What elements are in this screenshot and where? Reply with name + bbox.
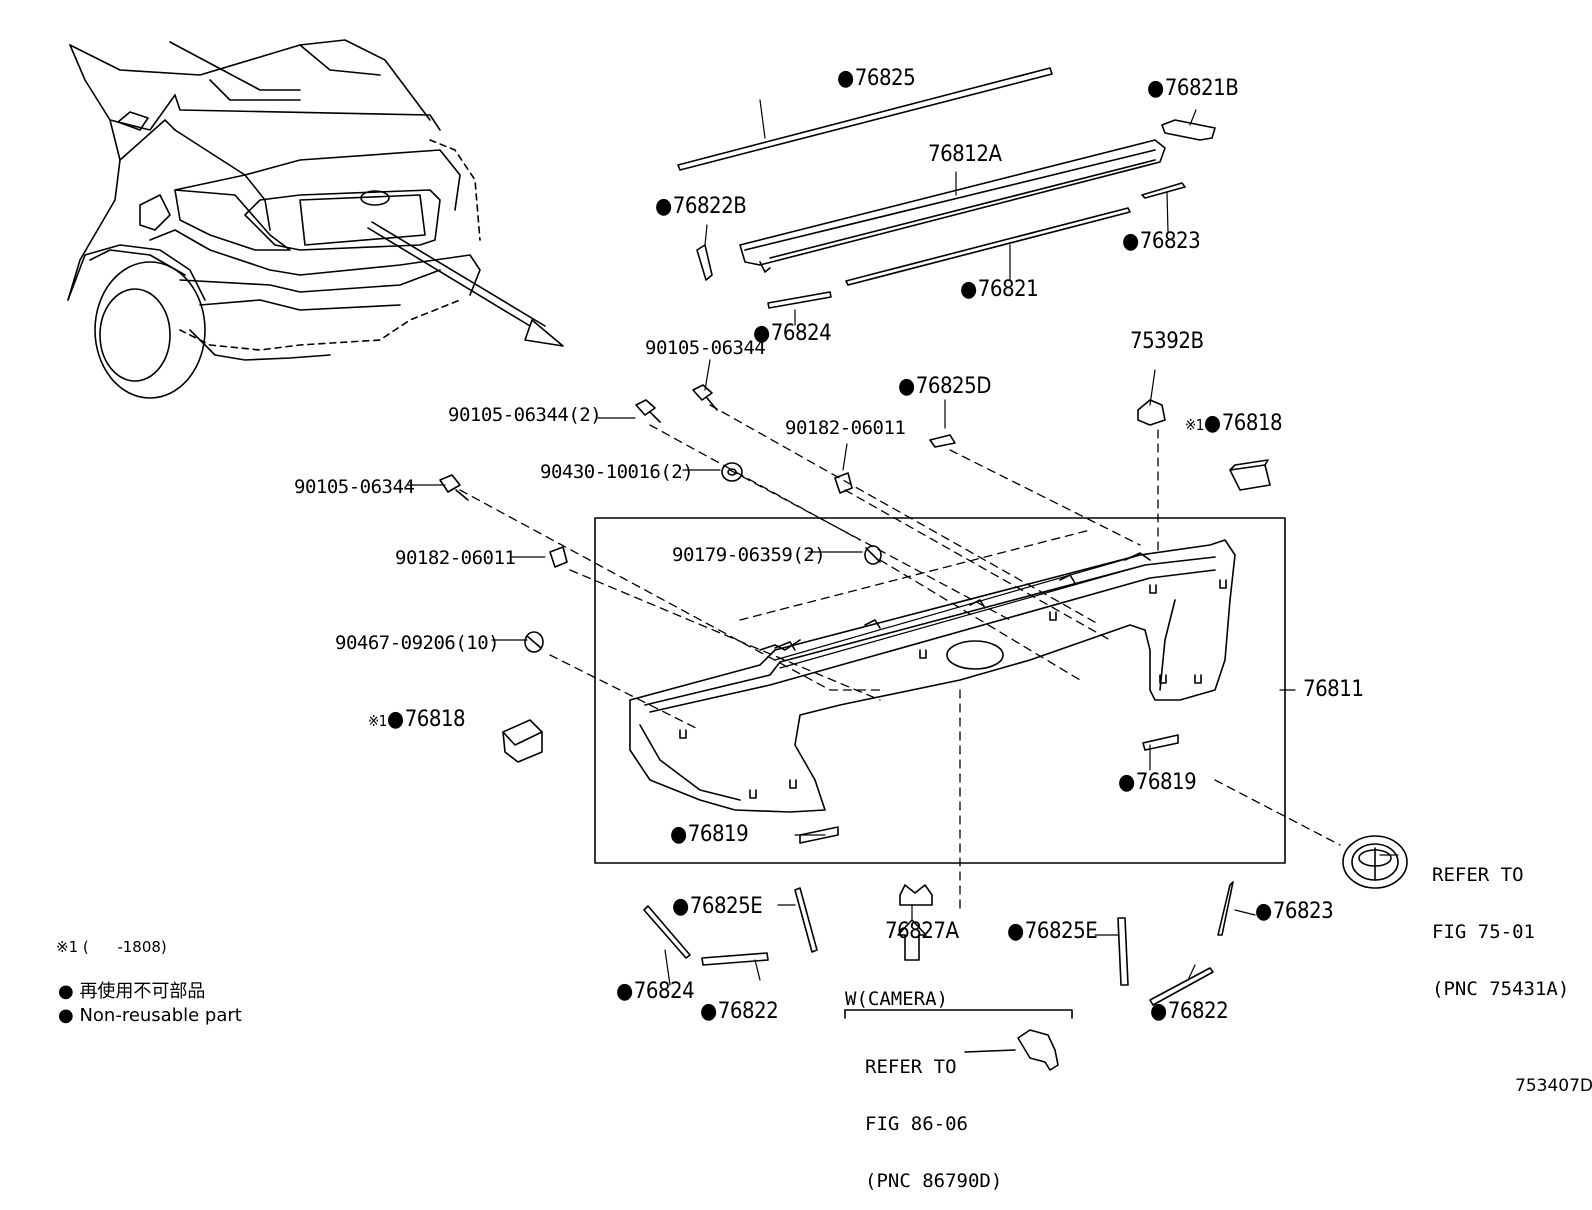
label-90467-09206-10: 90467-09206(10) — [335, 632, 500, 654]
label-76818-right: ※176818 — [1185, 411, 1283, 437]
refer-camera-text: REFER TO FIG 86-06 (PNC 86790D) — [865, 1020, 1002, 1210]
label-90105-06344-2: 90105-06344(2) — [448, 404, 602, 426]
dashed-assembly-lines — [459, 404, 1341, 911]
label-76822-left: 76822 — [700, 1000, 779, 1024]
label-76818-left: ※176818 — [368, 707, 466, 733]
legend-jp-text: 再使用不可部品 — [79, 981, 206, 1002]
label-90182-06011-top: 90182-06011 — [785, 417, 906, 439]
label-76818-right-number: 76818 — [1204, 411, 1283, 436]
assembly-outline-box — [594, 517, 1286, 864]
refer-camera-line3: (PNC 86790D) — [865, 1170, 1003, 1192]
label-90179-06359-2: 90179-06359(2) — [672, 544, 826, 566]
legend-nonreusable-en: ● Non-reusable part — [58, 1004, 242, 1028]
refer-emblem-line1: REFER TO — [1432, 864, 1524, 886]
bullet-dot-icon: ● — [58, 981, 80, 1002]
leader-lines — [407, 99, 1399, 986]
refer-emblem-line3: (PNC 75431A) — [1432, 978, 1570, 1000]
refer-camera-header: W(CAMERA) — [845, 988, 948, 1010]
top-moldings-shapes — [677, 67, 1216, 309]
label-76821: 76821 — [960, 278, 1039, 302]
refer-emblem-text: REFER TO FIG 75-01 (PNC 75431A) — [1432, 828, 1569, 1018]
refer-camera-line2: FIG 86-06 — [865, 1113, 968, 1135]
label-76824-top: 76824 — [753, 322, 832, 346]
label-76819-left: 76819 — [670, 823, 749, 847]
label-76824-bottom: 76824 — [616, 980, 695, 1004]
label-76827a: 76827A — [885, 919, 959, 944]
legend-en-text: Non-reusable part — [79, 1005, 242, 1026]
label-75392b: 75392B — [1130, 329, 1204, 354]
bullet-dot-icon: ● — [58, 1005, 80, 1026]
garnish-76811-shape — [629, 539, 1236, 813]
label-76818-left-number: 76818 — [387, 707, 466, 732]
label-76819-right: 76819 — [1118, 771, 1197, 795]
label-76821b: 76821B — [1147, 77, 1239, 101]
diagram-code: 753407D — [1515, 1076, 1592, 1096]
label-76823-top: 76823 — [1122, 230, 1201, 254]
label-76822-right: 76822 — [1150, 1000, 1229, 1024]
refer-camera-line1: REFER TO — [865, 1056, 957, 1078]
note-mark-1: ※1 — [1185, 416, 1204, 434]
label-90182-06011-left: 90182-06011 — [395, 547, 516, 569]
label-76825e-left: 76825E — [672, 895, 763, 919]
vehicle-rear-illustration — [67, 39, 564, 399]
parts-diagram-art — [67, 39, 1408, 1071]
legend-nonreusable-jp: ● 再使用不可部品 — [58, 980, 205, 1004]
label-76822b: 76822B — [655, 195, 747, 219]
lower-moldings-shapes — [643, 835, 1408, 1071]
label-90105-06344-top: 90105-06344 — [645, 337, 766, 359]
label-76811: 76811 — [1303, 677, 1364, 702]
hardware-shapes — [439, 384, 1271, 844]
note-mark-1-left: ※1 — [368, 712, 387, 730]
label-90105-06344-left: 90105-06344 — [294, 476, 415, 498]
label-76825: 76825 — [837, 67, 916, 91]
legend-note-1808: ※1 ( -1808) — [56, 938, 167, 956]
label-76823-bottom: 76823 — [1255, 900, 1334, 924]
label-76812a: 76812A — [928, 142, 1002, 167]
label-76825d: 76825D — [898, 375, 992, 399]
label-90430-10016-2: 90430-10016(2) — [540, 461, 694, 483]
refer-emblem-line2: FIG 75-01 — [1432, 921, 1535, 943]
label-76825e-right: 76825E — [1007, 920, 1098, 944]
